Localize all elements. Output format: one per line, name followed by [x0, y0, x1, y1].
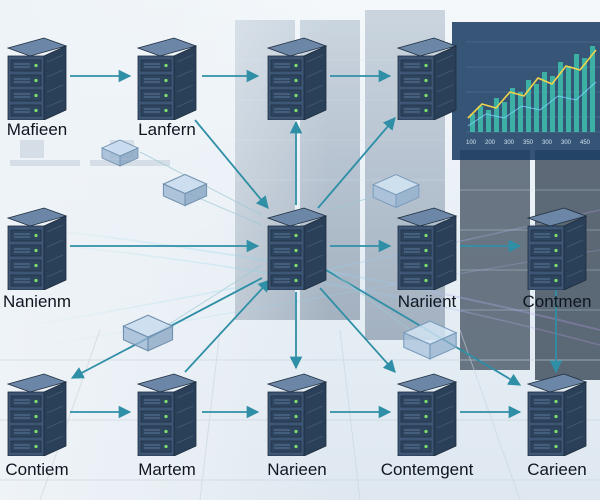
server-node-4[interactable]	[394, 36, 460, 121]
chart-bar	[502, 102, 507, 132]
data-cube	[371, 173, 421, 209]
edge-hub-n12	[319, 287, 396, 373]
chart-bar	[574, 54, 579, 132]
chart-x-tick: 450	[580, 140, 591, 146]
server-node-13[interactable]	[524, 372, 590, 457]
chart-bar	[510, 88, 515, 132]
server-icon	[6, 207, 68, 291]
chart-trend-line	[467, 49, 597, 119]
chart-bar	[494, 98, 499, 132]
server-node-9[interactable]	[4, 372, 70, 457]
chart-trend-line-secondary	[467, 81, 597, 127]
server-icon	[6, 373, 68, 457]
data-cube	[162, 173, 208, 207]
chart-bar	[518, 92, 523, 132]
chart-x-tick: 100	[466, 140, 477, 146]
node-label: Contmen	[522, 292, 592, 311]
server-node-hub[interactable]	[264, 206, 330, 291]
chart-bar	[590, 46, 595, 132]
chart-x-tick: 300	[542, 140, 553, 146]
node-label: Nariient	[397, 292, 457, 311]
edge-hub-n4	[317, 117, 396, 209]
server-node-11[interactable]	[264, 372, 330, 457]
data-cube	[122, 314, 174, 352]
chart-bar	[478, 106, 483, 132]
server-icon	[526, 207, 588, 291]
chart-x-tick: 300	[504, 140, 515, 146]
server-icon	[6, 37, 68, 121]
chart-x-tick: 300	[561, 140, 572, 146]
edge-n10-hub	[184, 279, 271, 373]
server-icon	[266, 37, 328, 121]
chart-bar	[566, 66, 571, 132]
node-label: Contemgent	[380, 460, 474, 479]
data-cube	[402, 320, 458, 360]
chart-bar	[550, 76, 555, 132]
server-icon	[266, 207, 328, 291]
server-icon	[396, 373, 458, 457]
server-icon	[136, 37, 198, 121]
node-label: Nanienm	[2, 292, 72, 311]
server-node-8[interactable]	[524, 206, 590, 291]
server-node-3[interactable]	[264, 36, 330, 121]
server-icon	[396, 207, 458, 291]
node-label: Lanfern	[138, 120, 196, 139]
edge-n2-hub	[194, 119, 269, 209]
server-icon	[266, 373, 328, 457]
chart-x-ticks: 100 200 300 350 300 300 450	[466, 140, 591, 146]
server-node-12[interactable]	[394, 372, 460, 457]
chart-x-tick: 200	[485, 140, 496, 146]
server-node-2[interactable]	[134, 36, 200, 121]
node-label: Carieen	[527, 460, 587, 479]
chart-bar	[582, 58, 587, 132]
analytics-chart-panel: 100 200 300 350 300 300 450	[452, 22, 600, 160]
node-label: Contiem	[5, 460, 69, 479]
node-label: Martem	[138, 460, 196, 479]
data-cube	[101, 139, 139, 167]
server-icon	[526, 373, 588, 457]
chart-x-tick: 350	[523, 140, 534, 146]
server-node-1[interactable]	[4, 36, 70, 121]
node-label: Mafieen	[6, 120, 68, 139]
server-node-5[interactable]	[4, 206, 70, 291]
server-node-7[interactable]	[394, 206, 460, 291]
chart-bar	[526, 80, 531, 132]
node-label: Narieen	[267, 460, 327, 479]
chart-bar	[542, 72, 547, 132]
server-node-10[interactable]	[134, 372, 200, 457]
chart-bar	[486, 110, 491, 132]
server-icon	[136, 373, 198, 457]
chart-bar	[534, 84, 539, 132]
server-icon	[396, 37, 458, 121]
